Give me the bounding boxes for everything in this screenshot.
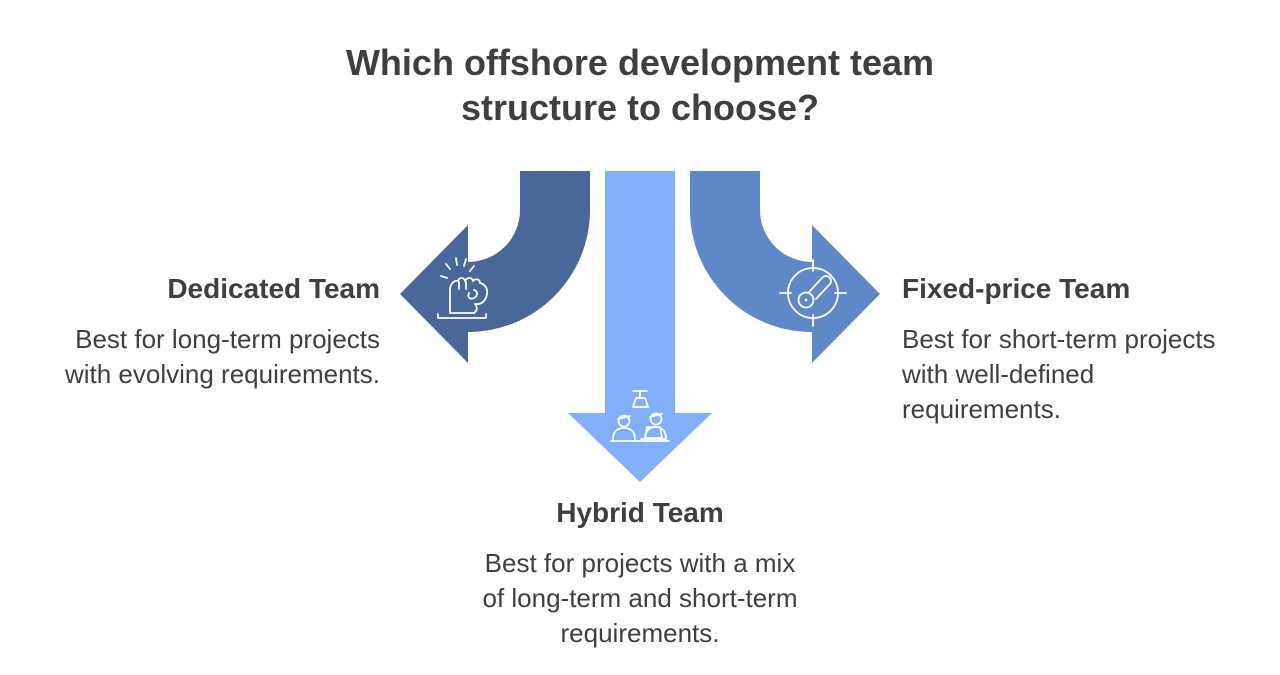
fixed-price-team-arrow	[690, 171, 880, 363]
team-collaboration-icon	[610, 390, 670, 442]
dedicated-team-description: Best for long-term projects with evolvin…	[64, 324, 380, 389]
dedicated-team-label: Dedicated Team	[167, 273, 380, 304]
hybrid-team-label: Hybrid Team	[556, 497, 724, 528]
fixed-price-team-description: Best for short-term projects with well-d…	[902, 324, 1216, 424]
hybrid-team-description: Best for projects with a mix of long-ter…	[482, 548, 798, 648]
hybrid-team-arrow	[568, 171, 712, 482]
dedicated-team-block: Dedicated Team Best for long-term projec…	[0, 272, 380, 392]
page-title: Which offshore development team structur…	[345, 42, 935, 128]
fixed-price-team-label: Fixed-price Team	[902, 273, 1131, 304]
fist-icon	[437, 257, 489, 319]
dedicated-team-arrow	[400, 171, 590, 363]
hybrid-team-block: Hybrid Team Best for projects with a mix…	[340, 496, 940, 651]
target-gauge-icon	[779, 259, 847, 327]
fixed-price-team-block: Fixed-price Team Best for short-term pro…	[902, 272, 1270, 427]
